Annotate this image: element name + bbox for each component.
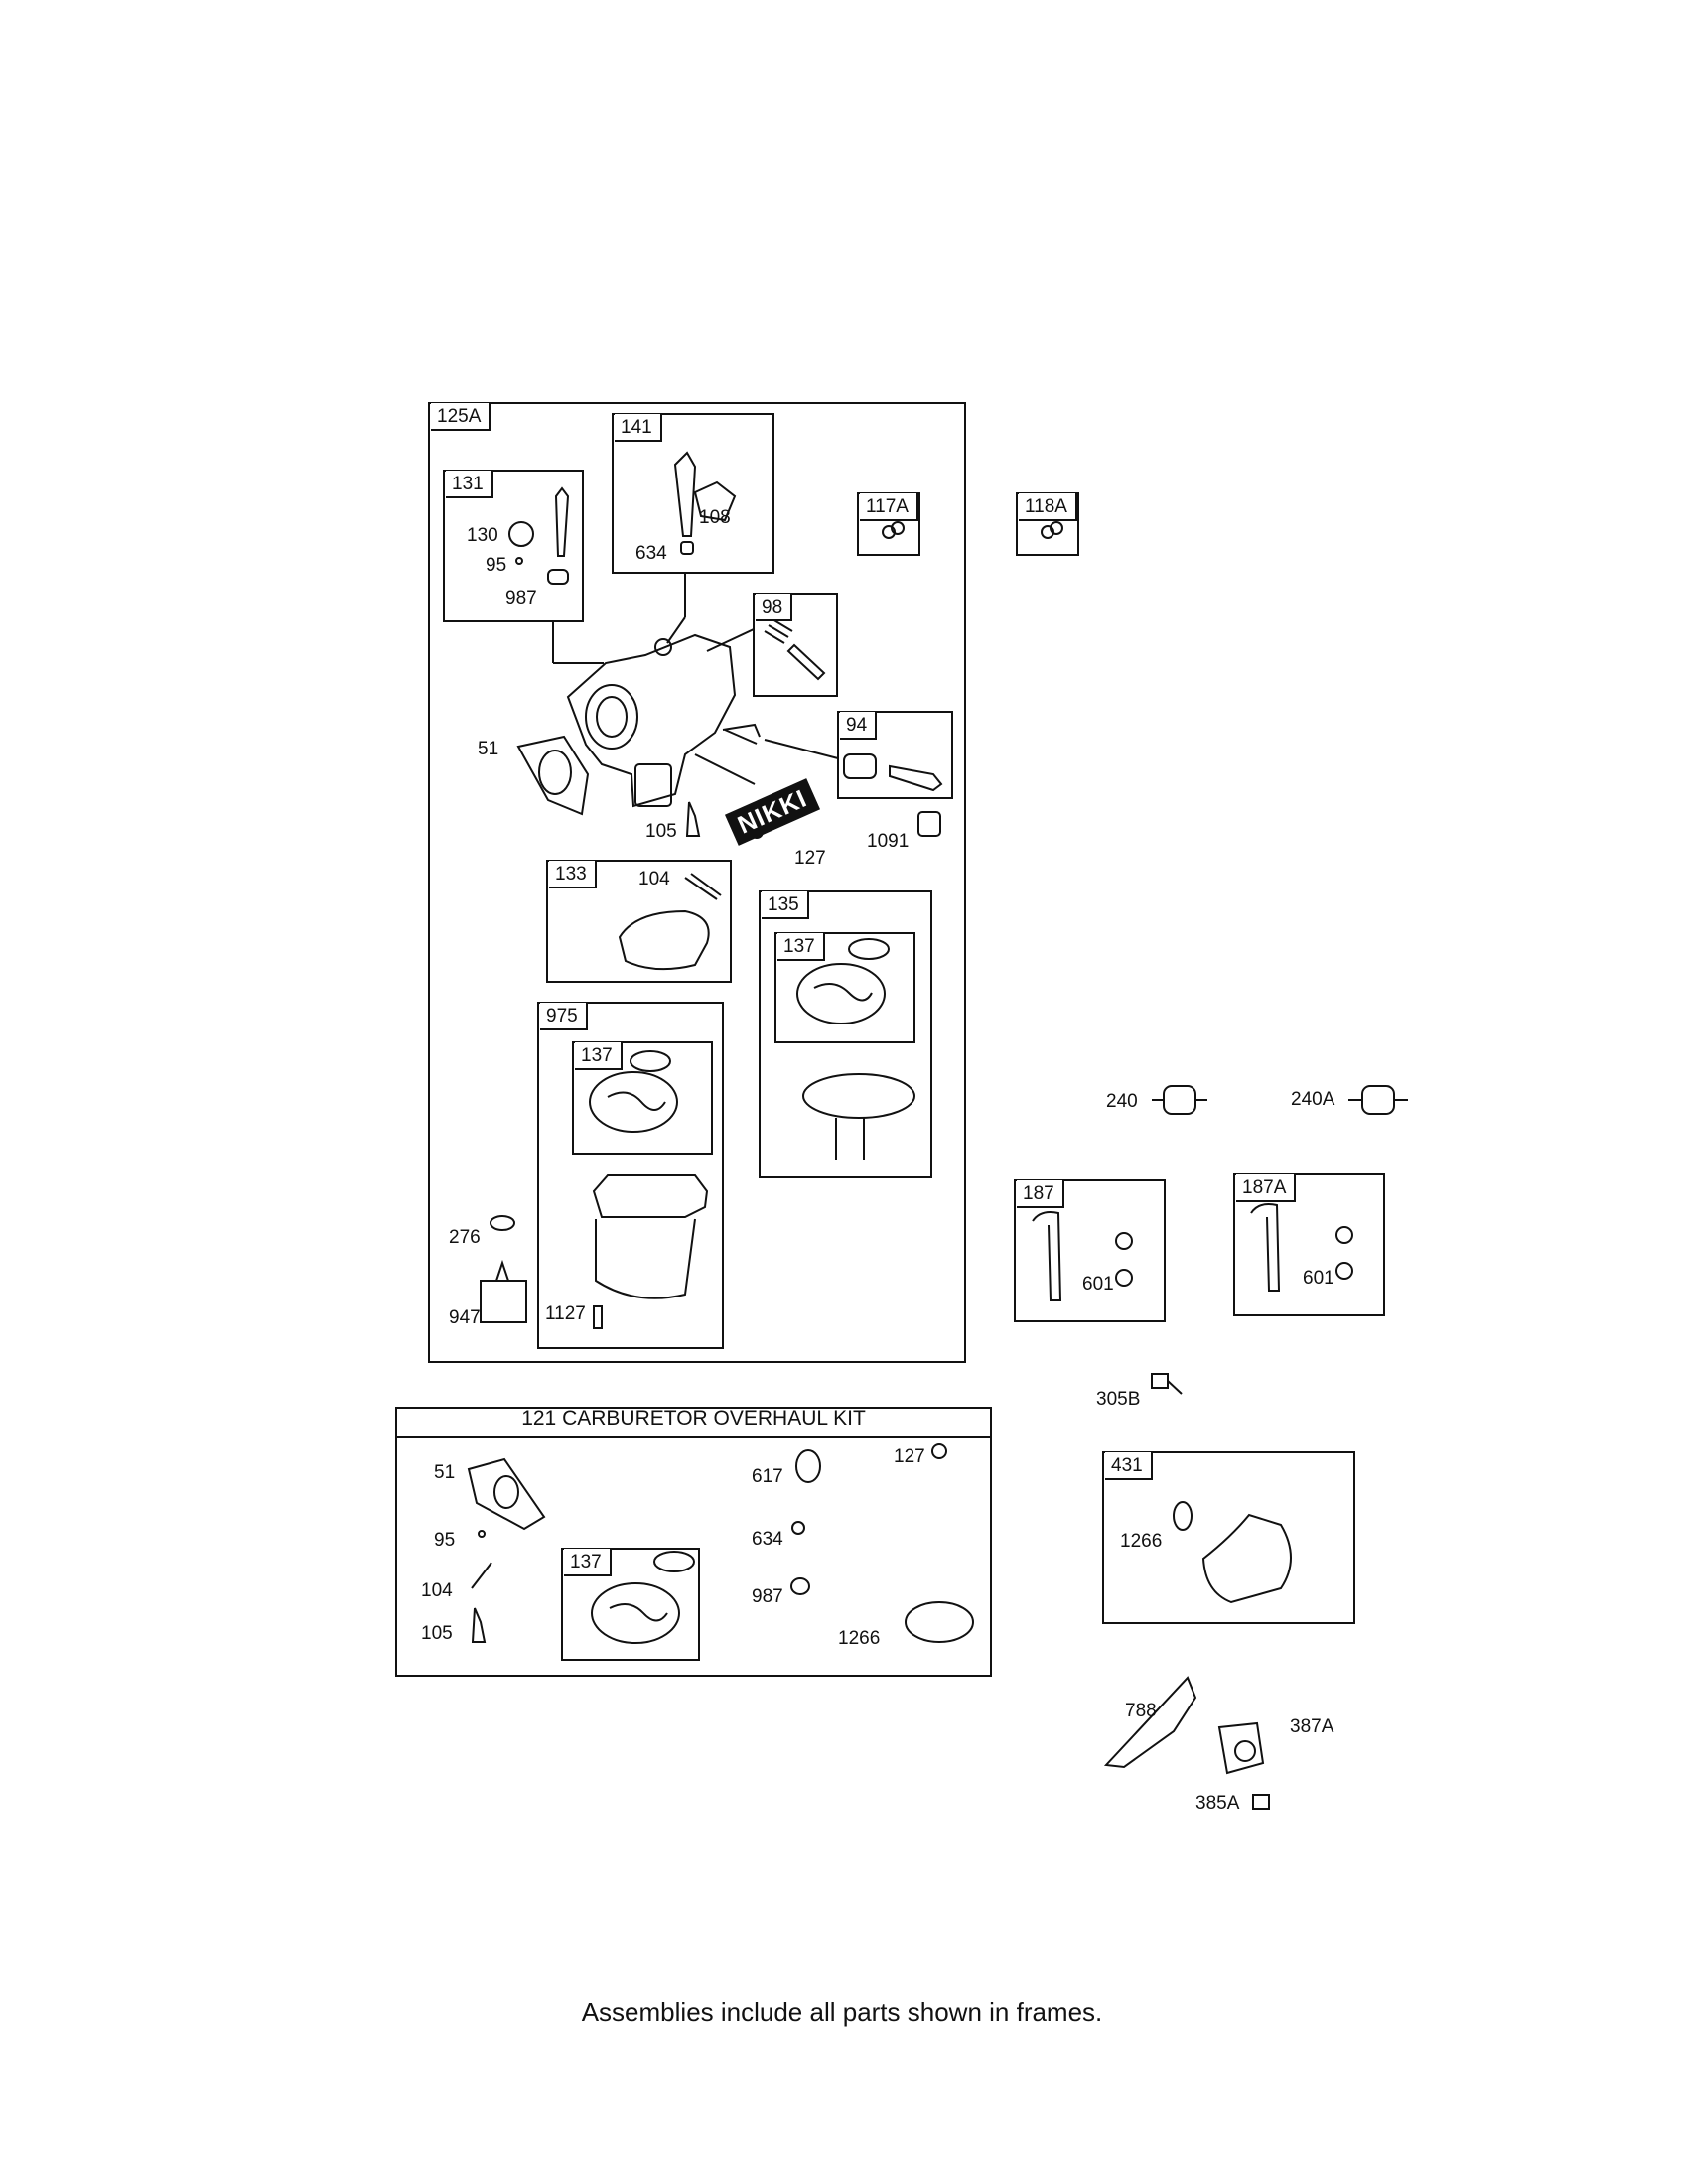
frame-133 [546, 860, 732, 983]
part-108 [693, 480, 737, 522]
part-label-1266: 1266 [1120, 1531, 1163, 1552]
kit-part-label-617: 617 [752, 1466, 783, 1487]
part-105 [685, 801, 701, 837]
part-label-601a: 601 [1082, 1274, 1114, 1295]
frame-tag-98: 98 [756, 594, 793, 621]
frame-kit [395, 1407, 992, 1677]
part-987 [547, 569, 569, 585]
frame-tag-187A: 187A [1236, 1174, 1297, 1202]
frame-141 [612, 413, 774, 574]
frame-tag-135: 135 [762, 891, 809, 919]
frame-137a [774, 932, 915, 1043]
part-label-95: 95 [486, 555, 507, 576]
kit-part-label-1266: 1266 [838, 1628, 881, 1649]
gasket-51 [516, 735, 590, 816]
part-label-387A: 387A [1290, 1716, 1334, 1737]
carburetor-body [566, 633, 761, 808]
part-label-108: 108 [699, 507, 731, 528]
kit-part-label-987: 987 [752, 1586, 783, 1607]
part-label-305B: 305B [1096, 1389, 1141, 1410]
frame-94 [837, 711, 953, 799]
frame-tag-137b: 137 [575, 1042, 623, 1070]
part-label-276: 276 [449, 1227, 481, 1248]
frame-tag-141: 141 [615, 414, 662, 442]
float-bowl [592, 1174, 709, 1329]
frame-125A [428, 402, 966, 1363]
part-1091 [917, 811, 941, 837]
frame-431 [1102, 1451, 1355, 1624]
kit-part-label-127: 127 [894, 1446, 925, 1467]
frame-tag-94: 94 [840, 712, 878, 740]
part-131-tube [554, 486, 570, 557]
frame-tag-125A: 125A [431, 403, 491, 431]
frame-tag-137a: 137 [777, 933, 825, 961]
frame-187A [1233, 1173, 1385, 1316]
kit-part-label-105: 105 [421, 1623, 453, 1644]
part-label-947: 947 [449, 1307, 481, 1328]
part-label-104: 104 [638, 869, 670, 889]
frame-tag-117A: 117A [860, 493, 918, 521]
part-130 [508, 521, 534, 547]
part-label-1091: 1091 [867, 831, 910, 852]
part-label-788: 788 [1125, 1701, 1157, 1721]
kit-part-label-51: 51 [434, 1462, 456, 1483]
part-label-987: 987 [505, 588, 537, 609]
part-95 [515, 557, 523, 565]
frame-98 [753, 593, 838, 697]
part-label-1127: 1127 [545, 1303, 586, 1324]
part-label-240A: 240A [1291, 1089, 1335, 1110]
frame-tag-118A: 118A [1019, 493, 1077, 521]
frame-137b [572, 1041, 713, 1155]
frame-tag-431: 431 [1105, 1452, 1153, 1480]
part-label-601b: 601 [1303, 1268, 1334, 1289]
part-label-127: 127 [794, 848, 826, 869]
frame-187 [1014, 1179, 1166, 1322]
part-label-634: 634 [635, 543, 667, 564]
kit-part-label-104: 104 [421, 1580, 453, 1601]
part-634 [680, 541, 694, 555]
part-label-240: 240 [1106, 1091, 1138, 1112]
part-label-130: 130 [467, 525, 498, 546]
kit-part-label-634: 634 [752, 1529, 783, 1550]
frame-tag-137c: 137 [564, 1549, 612, 1576]
part-label-105: 105 [645, 821, 677, 842]
frame-tag-131: 131 [446, 471, 493, 498]
part-label-51: 51 [478, 739, 499, 759]
part-141-pin [673, 451, 697, 537]
part-label-385A: 385A [1195, 1793, 1240, 1814]
frame-tag-133: 133 [549, 861, 597, 888]
frame-137c [561, 1548, 700, 1661]
frame-135 [759, 890, 932, 1178]
footnote: Assemblies include all parts shown in fr… [581, 1997, 1103, 2027]
kit-title: 121 CARBURETOR OVERHAUL KIT [521, 1407, 866, 1430]
frame-tag-187: 187 [1017, 1180, 1064, 1208]
frame-975 [537, 1002, 724, 1349]
frame-tag-975: 975 [540, 1003, 588, 1030]
kit-part-label-95: 95 [434, 1530, 456, 1551]
frame-131 [443, 470, 584, 622]
